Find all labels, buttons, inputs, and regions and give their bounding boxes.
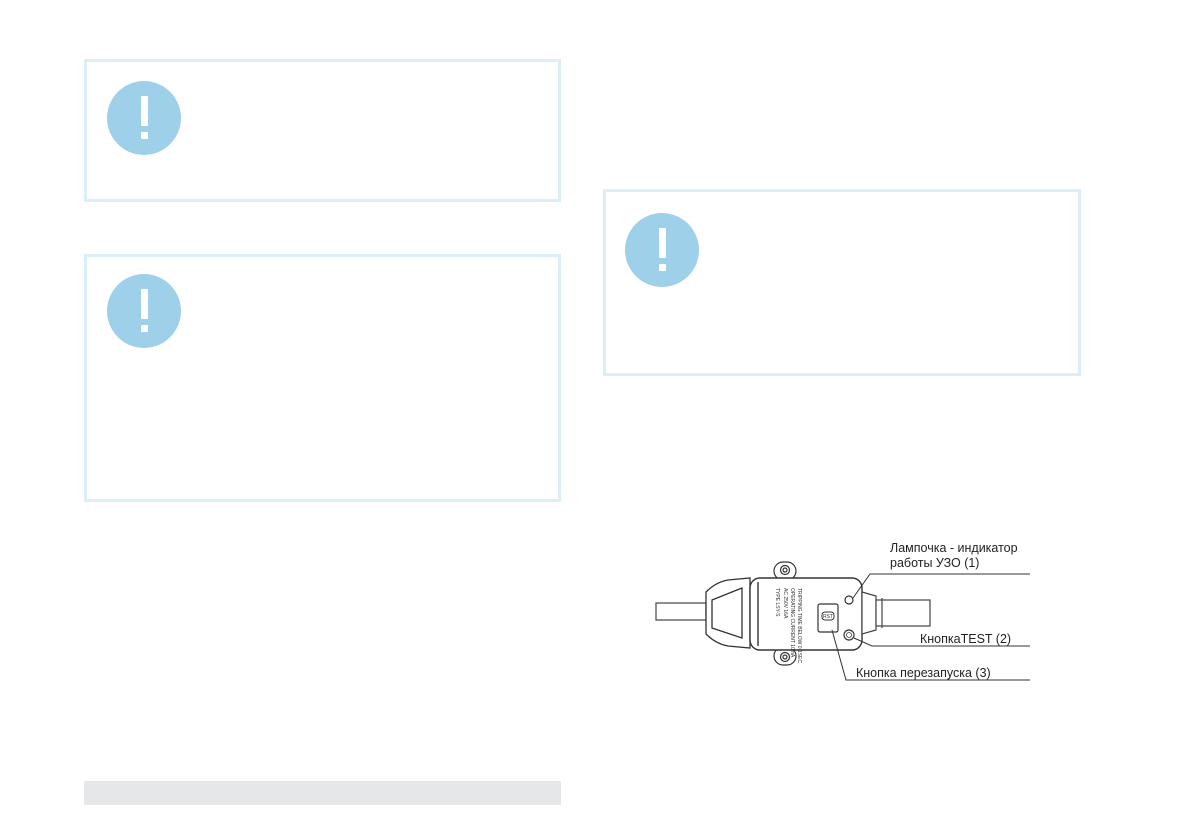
warning-box-3 (603, 189, 1081, 376)
rcd-body (749, 577, 863, 651)
warning-icon (107, 274, 181, 348)
warning-box-1 (84, 59, 561, 202)
exclamation-dot (659, 264, 666, 271)
exclamation-dot (141, 132, 148, 139)
cable-right (861, 591, 931, 635)
svg-text:TYPE LSY-S: TYPE LSY-S (774, 588, 780, 617)
svg-text:RST: RST (823, 614, 833, 620)
label-test-button: КнопкаTEST (2) (920, 632, 1011, 646)
exclamation-bar (141, 96, 148, 126)
label-reset-button: Кнопка перезапуска (3) (856, 666, 991, 680)
plug-front (705, 577, 751, 649)
footer-strip (84, 781, 561, 805)
svg-text:OPERATING CURRENT 10mA: OPERATING CURRENT 10mA (789, 588, 795, 658)
rcd-plug-diagram: TYPE LSY-S AC 250V 16A OPERATING CURRENT… (650, 530, 1040, 700)
svg-text:AC 250V 16A: AC 250V 16A (782, 588, 788, 619)
callout-lines (831, 573, 1030, 681)
mounting-ear-bottom (773, 646, 797, 666)
label-indicator-lamp-2: работы УЗО (1) (890, 556, 979, 570)
svg-text:TRIPPING TIME BELOW 0.1SEC: TRIPPING TIME BELOW 0.1SEC (796, 588, 802, 663)
device-markings: TYPE LSY-S AC 250V 16A OPERATING CURRENT… (774, 588, 802, 663)
reset-button: RST (817, 603, 839, 633)
indicator-lamp (844, 595, 854, 605)
exclamation-dot (141, 325, 148, 332)
mounting-ear-top (773, 561, 797, 581)
warning-icon (107, 81, 181, 155)
warning-box-2 (84, 254, 561, 502)
warning-icon (625, 213, 699, 287)
cable-left (655, 602, 707, 621)
label-indicator-lamp: Лампочка - индикатор (890, 541, 1018, 555)
exclamation-bar (141, 289, 148, 319)
exclamation-bar (659, 228, 666, 258)
